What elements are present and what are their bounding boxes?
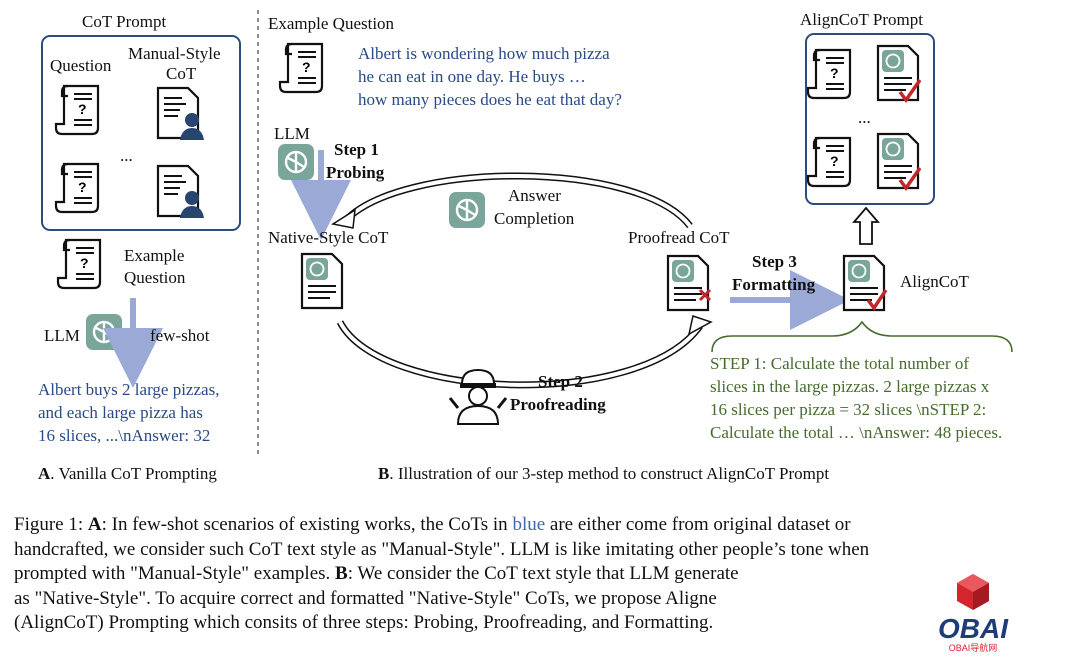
- output-line: STEP 1: Calculate the total number of: [710, 354, 970, 373]
- output-brace: [711, 320, 1013, 353]
- answer-completion-label: Answer: [508, 186, 561, 205]
- answer-line: Albert buys 2 large pizzas,: [38, 380, 220, 399]
- chatgpt-icon: [447, 190, 487, 230]
- manual-cot-document-icon: [156, 86, 206, 142]
- output-line: 16 slices per pizza = 32 slices \nSTEP 2…: [710, 400, 987, 419]
- caption-line-2: handcrafted, we consider such CoT text s…: [14, 538, 870, 560]
- ellipsis: ...: [858, 108, 871, 127]
- caption-line-4: as "Native-Style". To acquire correct an…: [14, 587, 717, 609]
- cot-prompt-frame: [41, 35, 241, 231]
- step2-title: Step 2: [538, 372, 583, 391]
- aligncot-label: AlignCoT: [900, 272, 969, 291]
- llm-label: LLM: [274, 124, 310, 143]
- chatgpt-icon: [276, 142, 316, 182]
- caption-line-1: Figure 1: A: In few-shot scenarios of ex…: [14, 514, 851, 535]
- watermark-subtext: OBAI导航网: [949, 642, 998, 653]
- step3-name: Formatting: [732, 275, 816, 294]
- example-question-label-2: Question: [124, 268, 186, 287]
- step2-name: Proofreading: [510, 395, 606, 414]
- step1-name: Probing: [326, 163, 385, 182]
- caption-line-3: prompted with "Manual-Style" examples. B…: [14, 563, 739, 584]
- proofread-cot-label: Proofread CoT: [628, 228, 730, 247]
- obai-watermark-logo: OBAI OBAI导航网: [918, 570, 1028, 654]
- hollow-up-arrow: [852, 206, 880, 245]
- question-scroll-icon: [54, 162, 100, 214]
- example-question-scroll-icon: [56, 238, 102, 290]
- ellipsis: ...: [120, 146, 133, 165]
- native-style-cot-document-icon: [300, 252, 344, 310]
- example-question-scroll-icon: [278, 42, 324, 94]
- panel-b-caption: B. Illustration of our 3-step method to …: [378, 464, 830, 483]
- figure-caption: Figure 1: A: In few-shot scenarios of ex…: [14, 513, 1074, 636]
- few-shot-label: few-shot: [150, 326, 210, 345]
- panel-a-caption: A. Vanilla CoT Prompting: [38, 464, 217, 483]
- watermark-text: OBAI: [938, 613, 1009, 644]
- question-scroll-icon: [806, 136, 852, 188]
- step1-title: Step 1: [334, 140, 379, 159]
- question-scroll-icon: [54, 84, 100, 136]
- question-scroll-icon: [806, 48, 852, 100]
- aligncot-prompt-title: AlignCoT Prompt: [800, 10, 923, 29]
- llm-label: LLM: [44, 326, 80, 345]
- manual-style-label-cot: CoT: [166, 64, 197, 83]
- question-line: how many pieces does he eat that day?: [358, 90, 622, 109]
- step3-title: Step 3: [752, 252, 797, 271]
- output-line: Calculate the total … \nAnswer: 48 piece…: [710, 423, 1003, 442]
- example-question-title: Example Question: [268, 14, 395, 33]
- question-line: Albert is wondering how much pizza: [358, 44, 610, 63]
- cot-prompt-title: CoT Prompt: [82, 12, 167, 31]
- question-label: Question: [50, 56, 112, 75]
- manual-style-label: Manual-Style: [128, 44, 221, 63]
- chatgpt-icon: [84, 312, 124, 352]
- proofread-cot-document-icon: [666, 254, 710, 312]
- answer-line: and each large pizza has: [38, 403, 203, 422]
- example-question-label: Example: [124, 246, 185, 265]
- question-line: he can eat in one day. He buys …: [358, 67, 586, 86]
- native-style-cot-label: Native-Style CoT: [268, 228, 389, 247]
- answer-completion-label-2: Completion: [494, 209, 575, 228]
- manual-cot-document-icon: [156, 164, 206, 220]
- caption-line-5: (AlignCoT) Prompting which consits of th…: [14, 612, 714, 633]
- answer-line: 16 slices, ...\nAnswer: 32: [38, 426, 211, 445]
- aligncot-prompt-frame: [805, 33, 935, 205]
- output-line: slices in the large pizzas. 2 large pizz…: [710, 377, 990, 396]
- proofreader-worker-icon: [448, 368, 508, 425]
